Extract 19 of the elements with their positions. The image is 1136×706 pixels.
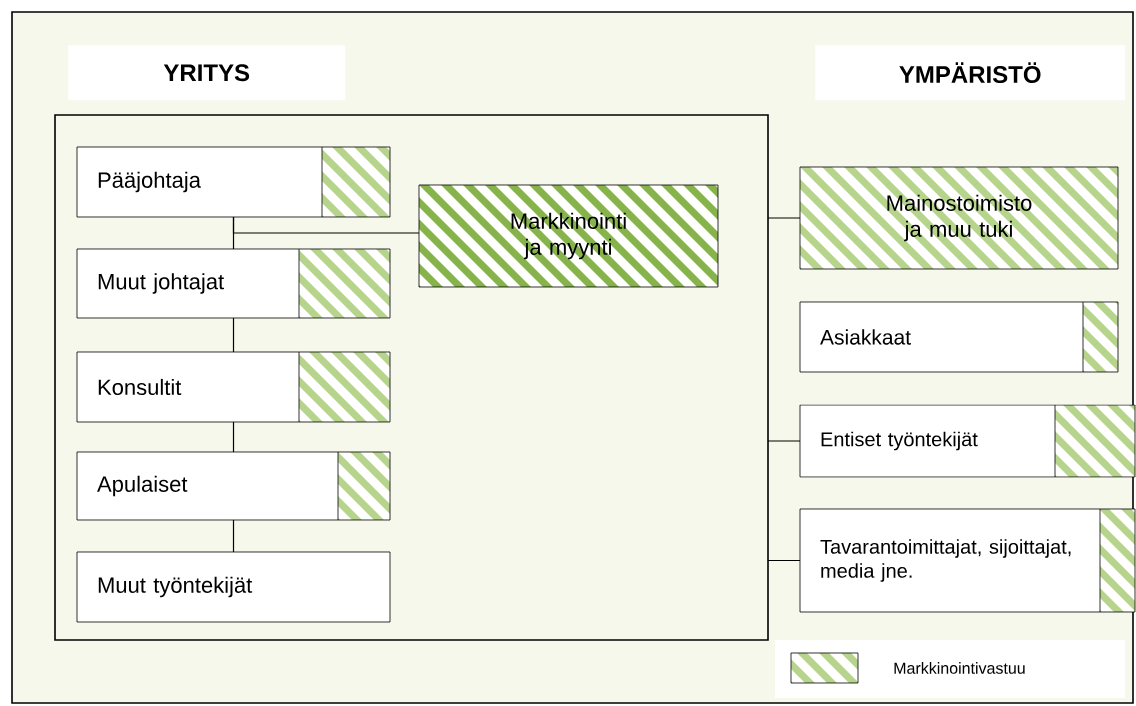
heading: YMPÄRISTÖ	[815, 45, 1126, 101]
role-box: Entiset työntekijät	[799, 404, 1136, 478]
role-box: Konsultit	[76, 351, 391, 423]
role-box: Muut johtajat	[76, 248, 391, 319]
connector-line	[232, 519, 235, 553]
role-box: Asiakkaat	[799, 301, 1119, 373]
connector-line	[767, 217, 801, 219]
role-box: Muut työntekijät	[76, 551, 391, 623]
role-box: Pääjohtaja	[76, 146, 391, 218]
connector-line	[767, 440, 801, 442]
hatched-box: Mainostoimisto ja muu tuki	[799, 166, 1119, 270]
connector-line	[232, 216, 420, 234]
role-box: Tavarantoimittajat, sijoittajat, media jne.	[799, 508, 1136, 613]
legend-text: Markkinointivastuu	[894, 662, 1025, 674]
connector-line	[767, 559, 801, 562]
connector-line	[232, 317, 235, 353]
role-box: Apulaiset	[76, 451, 391, 521]
connector-line	[232, 421, 235, 453]
heading: YRITYS	[68, 45, 346, 101]
